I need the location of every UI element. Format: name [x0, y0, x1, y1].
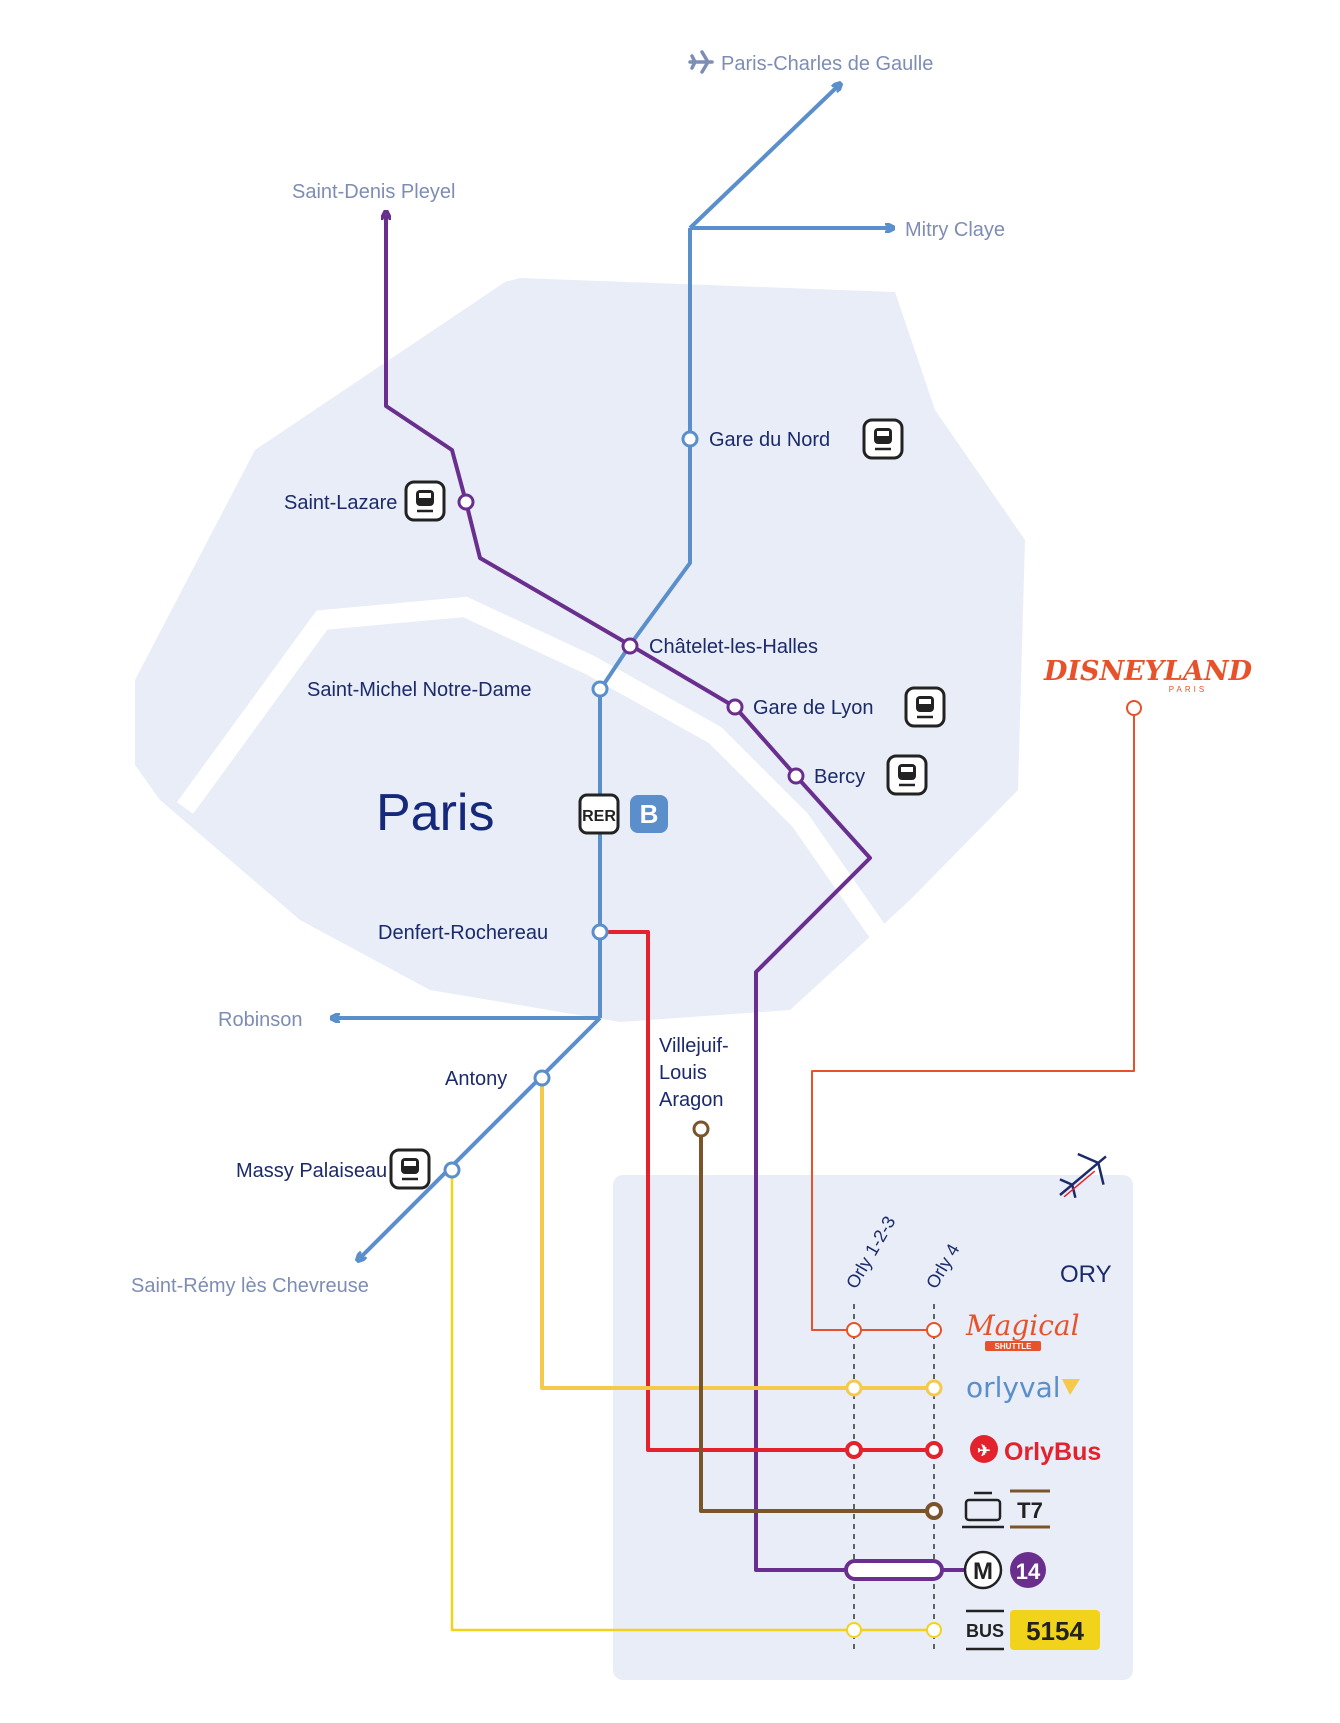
dest-mitry: Mitry Claye [905, 219, 1005, 241]
plane-icon [688, 50, 714, 74]
disneyland-logo: DISNEYLAND PARIS [1043, 656, 1253, 694]
svg-text:T7: T7 [1017, 1498, 1043, 1523]
train-icon [904, 686, 946, 728]
train-icon [389, 1148, 431, 1190]
label-saint-lazare: Saint-Lazare [284, 492, 397, 514]
svg-text:Magical: Magical [965, 1309, 1080, 1342]
station-antony[interactable] [533, 1069, 551, 1087]
label-gare-du-nord: Gare du Nord [709, 429, 830, 451]
metro-14-line [386, 215, 1000, 1572]
station-denfert[interactable] [591, 923, 609, 941]
label-villejuif-3: Aragon [659, 1089, 724, 1111]
station-massy[interactable] [443, 1161, 461, 1179]
svg-text:orlyval: orlyval [966, 1371, 1061, 1404]
magical-shuttle-logo: Magical SHUTTLE [965, 1309, 1080, 1351]
train-icons [389, 418, 946, 1190]
label-villejuif-1: Villejuif- [659, 1035, 729, 1057]
station-saint-lazare[interactable] [457, 493, 475, 511]
svg-text:✈: ✈ [977, 1443, 990, 1460]
svg-text:PARIS: PARIS [1169, 685, 1207, 694]
svg-text:BUS: BUS [966, 1621, 1004, 1641]
tram-icon [962, 1491, 1004, 1529]
svg-text:OrlyBus: OrlyBus [1004, 1438, 1101, 1466]
label-massy: Massy Palaiseau [236, 1160, 387, 1182]
station-bercy[interactable] [787, 767, 805, 785]
train-icon [404, 480, 446, 522]
airplane-icon [1059, 1152, 1107, 1199]
label-denfert: Denfert-Rochereau [378, 922, 548, 944]
city-label: Paris [376, 784, 494, 842]
station-villejuif[interactable] [692, 1120, 710, 1138]
svg-text:M: M [973, 1558, 993, 1585]
rer-badge: RER [578, 793, 620, 835]
svg-text:14: 14 [1016, 1559, 1041, 1584]
rer-b-badge: B [630, 795, 668, 833]
svg-text:SHUTTLE: SHUTTLE [995, 1342, 1033, 1351]
station-markers [443, 430, 1142, 1638]
orlybus-line [600, 930, 934, 1452]
tram-t7-logo: T7 [962, 1489, 1050, 1529]
orlyval-line [540, 1078, 934, 1390]
station-gare-du-nord[interactable] [681, 430, 699, 448]
airport-code: ORY [1060, 1261, 1112, 1288]
label-bercy: Bercy [814, 766, 865, 788]
svg-text:RER: RER [582, 808, 616, 825]
train-icon [886, 754, 928, 796]
label-villejuif-2: Louis [659, 1062, 707, 1084]
bus-5154-line [450, 1170, 934, 1632]
orlyval-logo: orlyval [966, 1371, 1080, 1404]
label-saint-michel: Saint-Michel Notre-Dame [307, 679, 532, 701]
orlybus-logo: ✈ OrlyBus [970, 1435, 1101, 1466]
tram-t7-line [699, 1130, 934, 1513]
svg-text:B: B [640, 799, 659, 829]
label-antony: Antony [445, 1068, 507, 1090]
label-chatelet: Châtelet-les-Halles [649, 636, 818, 658]
bus-5154-logo: BUS 5154 [966, 1609, 1100, 1651]
metro-14-logo: M 14 [963, 1550, 1046, 1590]
label-gare-de-lyon: Gare de Lyon [753, 697, 873, 719]
svg-text:DISNEYLAND: DISNEYLAND [1043, 656, 1253, 687]
metro-14-terminal [844, 1559, 944, 1581]
station-saint-michel[interactable] [591, 680, 609, 698]
station-disneyland[interactable] [1126, 700, 1142, 716]
train-icon [862, 418, 904, 460]
dest-saint-remy: Saint-Rémy lès Chevreuse [131, 1275, 369, 1297]
dest-robinson: Robinson [218, 1009, 303, 1031]
station-gare-de-lyon[interactable] [726, 698, 744, 716]
dest-cdg: Paris-Charles de Gaulle [721, 53, 933, 75]
seine-river [176, 596, 889, 941]
station-chatelet[interactable] [621, 637, 639, 655]
svg-text:5154: 5154 [1026, 1616, 1084, 1646]
orly-panel [613, 1175, 1133, 1680]
dest-saint-denis: Saint-Denis Pleyel [292, 181, 455, 203]
